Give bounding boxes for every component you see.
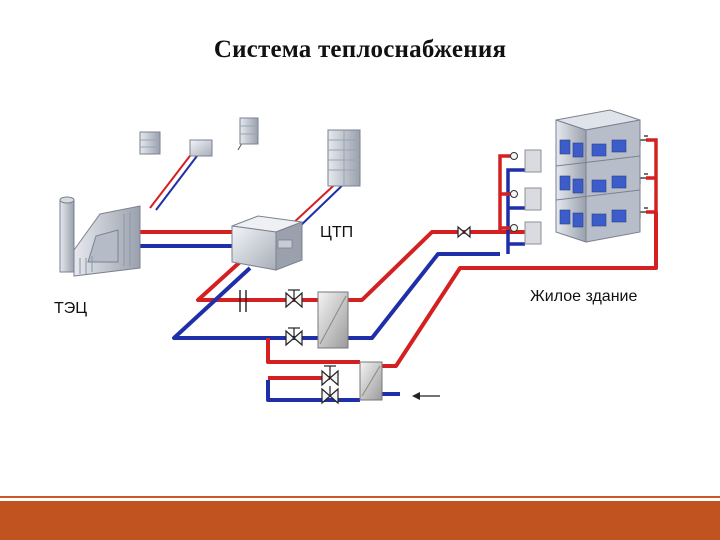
- cold-water-inlet-arrow: [412, 392, 440, 400]
- supply-pipe: [382, 212, 658, 368]
- ctp-label: ЦТП: [320, 224, 354, 241]
- apartment-block-icon: [327, 129, 361, 187]
- return-pipe: [506, 168, 525, 254]
- tets-plant-icon: [59, 196, 141, 277]
- supply-pipe: [348, 230, 540, 302]
- radiator: [524, 187, 542, 211]
- small-building-icon: [239, 117, 259, 145]
- valve-icon: [285, 289, 303, 309]
- valve-icon: [321, 386, 339, 405]
- building-risers: [498, 138, 658, 254]
- footer-divider: [0, 496, 720, 498]
- radiator-group: [510, 149, 542, 245]
- ctp-network-pipes: [172, 212, 658, 402]
- residential-building-label: Жилое здание: [530, 288, 638, 305]
- slide-title: Система теплоснабжения: [213, 36, 507, 63]
- flow-restrictor-icon: [239, 290, 247, 312]
- valve-icon: [321, 365, 339, 387]
- tets-ctp-pipes: [140, 230, 235, 248]
- remote-building-pipes: [149, 139, 351, 231]
- small-building-icon: [189, 139, 213, 157]
- valve-icon: [457, 225, 471, 239]
- ctp-station-icon: [231, 215, 303, 271]
- residential-building-icon: [555, 109, 641, 243]
- radiator: [524, 221, 542, 245]
- remote-buildings: [139, 117, 361, 187]
- footer-bar: [0, 501, 720, 540]
- return-pipe: [348, 252, 500, 340]
- supply-pipe: [498, 154, 512, 232]
- return-pipe: [266, 380, 360, 402]
- valve-group: [239, 225, 471, 405]
- heat-exchanger-2: [359, 361, 383, 401]
- small-building-icon: [139, 131, 161, 155]
- tets-label: ТЭЦ: [54, 300, 88, 317]
- supply-pipe: [196, 260, 318, 302]
- valve-icon: [510, 224, 518, 232]
- supply-pipe: [266, 338, 360, 364]
- valve-icon: [510, 190, 518, 198]
- valve-icon: [285, 327, 303, 347]
- heat-exchanger-1: [317, 291, 349, 349]
- radiator: [524, 149, 542, 173]
- valve-icon: [510, 152, 518, 160]
